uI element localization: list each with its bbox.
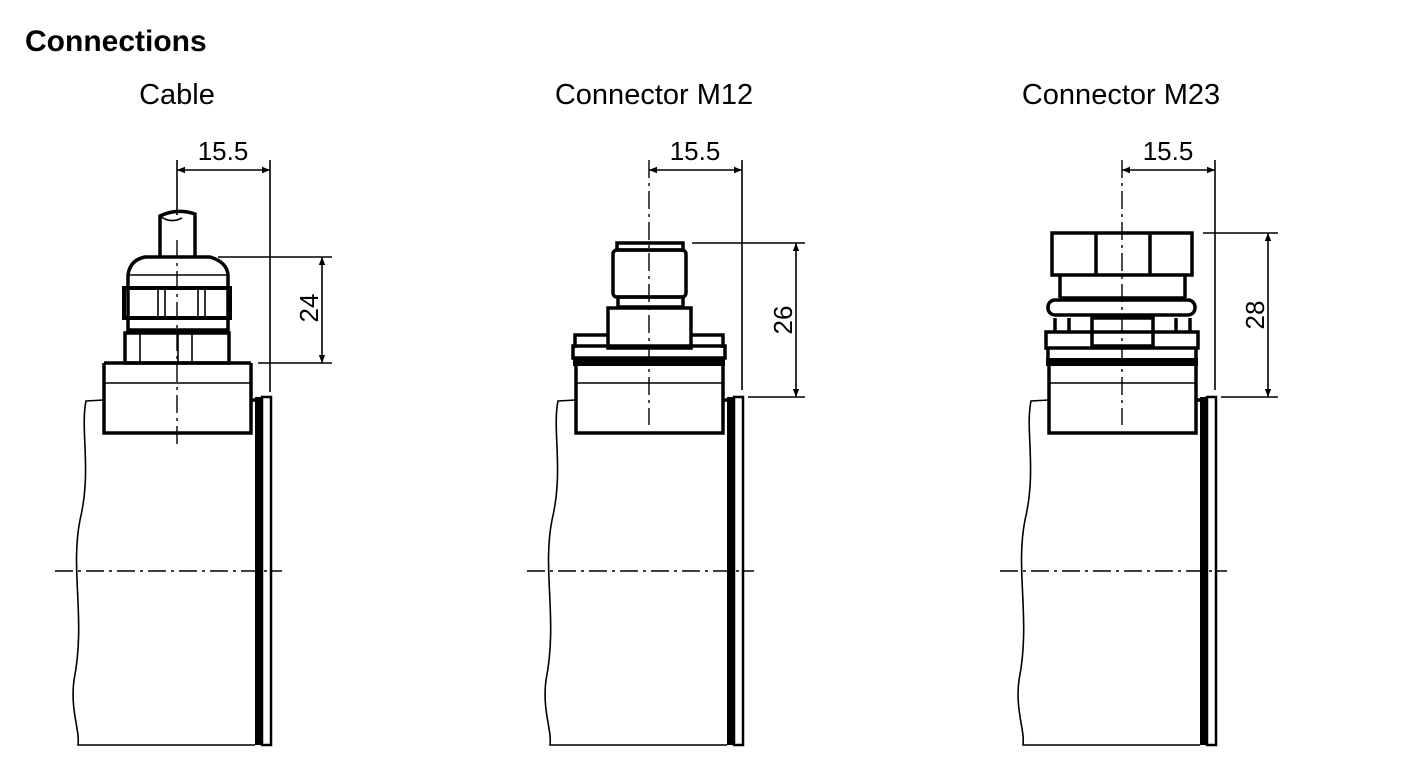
m23-height-dimension: 28	[1240, 301, 1270, 330]
m12-width-dimension: 15.5	[670, 136, 721, 166]
cable-width-dimension: 15.5	[198, 136, 249, 166]
m12-drawing: Connector M12 15.5 26	[525, 79, 805, 747]
m12-label: Connector M12	[555, 79, 753, 111]
m12-height-dimension: 26	[768, 306, 798, 335]
cable-drawing: Cable 15.5 24	[53, 79, 332, 747]
m23-label: Connector M23	[1022, 79, 1220, 111]
m23-drawing: Connector M23 15.5 28	[998, 79, 1278, 747]
m23-width-dimension: 15.5	[1143, 136, 1194, 166]
connections-heading: Connections	[25, 25, 207, 58]
cable-height-dimension: 24	[294, 294, 324, 323]
cable-label: Cable	[139, 79, 215, 111]
